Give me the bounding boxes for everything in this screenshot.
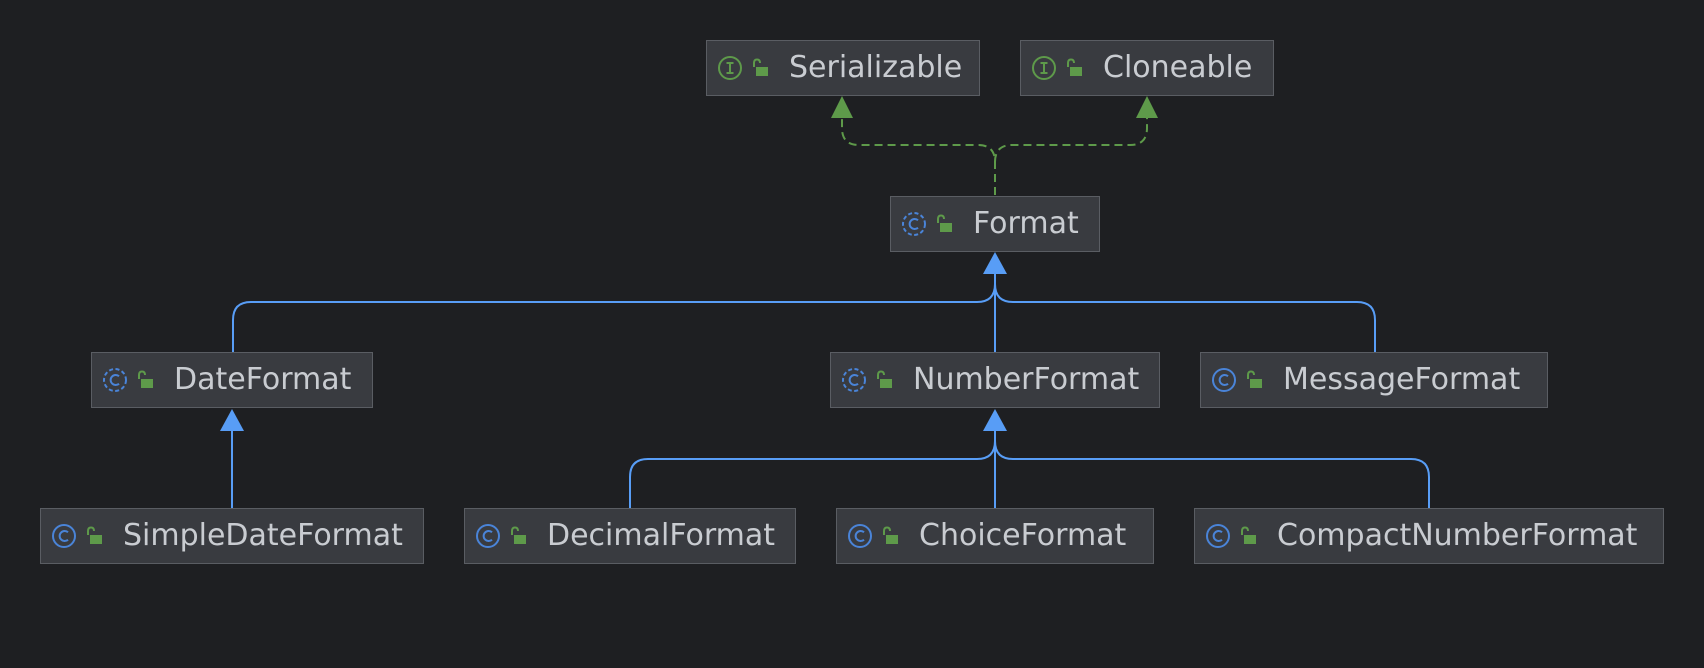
node-choiceformat[interactable]: ChoiceFormat bbox=[836, 508, 1154, 564]
edge-compactnumberformat-numberformat bbox=[994, 440, 1430, 508]
node-label: MessageFormat bbox=[1283, 362, 1521, 397]
public-lock-icon bbox=[138, 370, 153, 388]
class-icon bbox=[1212, 368, 1236, 392]
edge-format-serializable bbox=[841, 118, 996, 195]
node-label: NumberFormat bbox=[913, 362, 1140, 397]
public-lock-icon bbox=[753, 58, 768, 76]
node-label: DateFormat bbox=[174, 362, 352, 397]
class-icon bbox=[52, 524, 76, 548]
class-icon bbox=[476, 524, 500, 548]
node-label: Cloneable bbox=[1103, 50, 1253, 85]
public-lock-icon bbox=[1241, 526, 1256, 544]
node-label: SimpleDateFormat bbox=[123, 518, 403, 553]
edge-messageformat-format bbox=[994, 283, 1376, 352]
public-lock-icon bbox=[87, 526, 102, 544]
node-decimalformat[interactable]: DecimalFormat bbox=[464, 508, 796, 564]
node-label: CompactNumberFormat bbox=[1277, 518, 1638, 553]
node-format[interactable]: Format bbox=[890, 196, 1100, 252]
node-label: Serializable bbox=[789, 50, 963, 85]
arrowhead-format bbox=[983, 252, 1007, 274]
node-messageformat[interactable]: MessageFormat bbox=[1200, 352, 1548, 408]
public-lock-icon bbox=[1067, 58, 1082, 76]
interface-icon bbox=[1032, 56, 1056, 80]
node-label: DecimalFormat bbox=[547, 518, 776, 553]
edge-decimalformat-numberformat bbox=[629, 431, 996, 508]
interface-icon bbox=[718, 56, 742, 80]
public-lock-icon bbox=[937, 214, 952, 232]
arrowhead-dateformat bbox=[220, 409, 244, 431]
node-numberformat[interactable]: NumberFormat bbox=[830, 352, 1160, 408]
edge-dateformat-format bbox=[232, 274, 996, 352]
node-simpledateformat[interactable]: SimpleDateFormat bbox=[40, 508, 424, 564]
node-dateformat[interactable]: DateFormat bbox=[91, 352, 373, 408]
public-lock-icon bbox=[883, 526, 898, 544]
abstract-class-icon bbox=[842, 368, 866, 392]
node-serializable[interactable]: Serializable bbox=[706, 40, 980, 96]
abstract-class-icon bbox=[103, 368, 127, 392]
node-label: Format bbox=[973, 206, 1079, 241]
arrowhead-serializable bbox=[831, 96, 853, 118]
node-compactnumberformat[interactable]: CompactNumberFormat bbox=[1194, 508, 1664, 564]
node-cloneable[interactable]: Cloneable bbox=[1020, 40, 1274, 96]
node-label: ChoiceFormat bbox=[919, 518, 1127, 553]
arrowhead-cloneable bbox=[1136, 96, 1158, 118]
public-lock-icon bbox=[1247, 370, 1262, 388]
edge-format-cloneable bbox=[994, 118, 1148, 163]
public-lock-icon bbox=[877, 370, 892, 388]
class-icon bbox=[1206, 524, 1230, 548]
class-icon bbox=[848, 524, 872, 548]
arrowhead-numberformat bbox=[983, 409, 1007, 431]
abstract-class-icon bbox=[902, 212, 926, 236]
public-lock-icon bbox=[511, 526, 526, 544]
